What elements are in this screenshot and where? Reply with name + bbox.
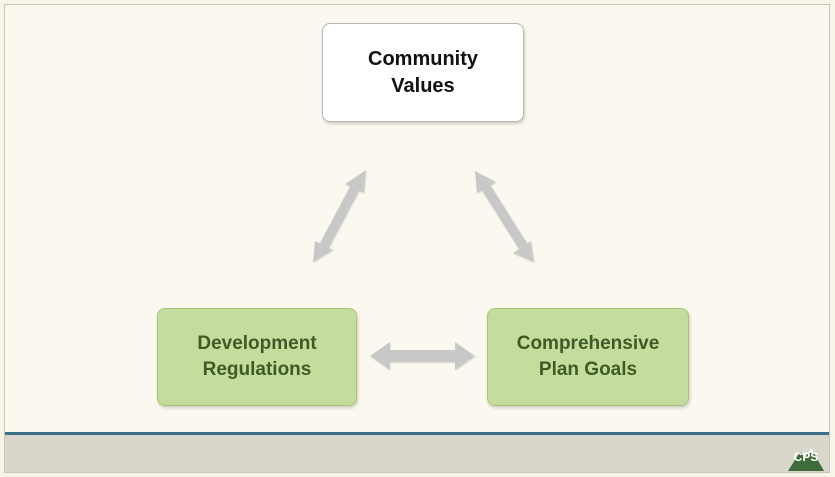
comprehensive-plan-goals-label: Comprehensive Plan Goals bbox=[516, 333, 660, 380]
community-values-label: Community Values bbox=[368, 47, 478, 97]
footer-divider bbox=[5, 432, 829, 435]
development-regulations-node: Development Regulations bbox=[157, 308, 357, 406]
comprehensive-plan-goals-node: Comprehensive Plan Goals bbox=[487, 308, 689, 406]
logo-text: CPS bbox=[793, 450, 819, 464]
mountain-logo-icon: CPS bbox=[786, 440, 826, 472]
development-regulations-label: Development Regulations bbox=[197, 333, 317, 380]
community-values-node: Community Values bbox=[322, 23, 524, 122]
footer-bar bbox=[5, 435, 829, 472]
